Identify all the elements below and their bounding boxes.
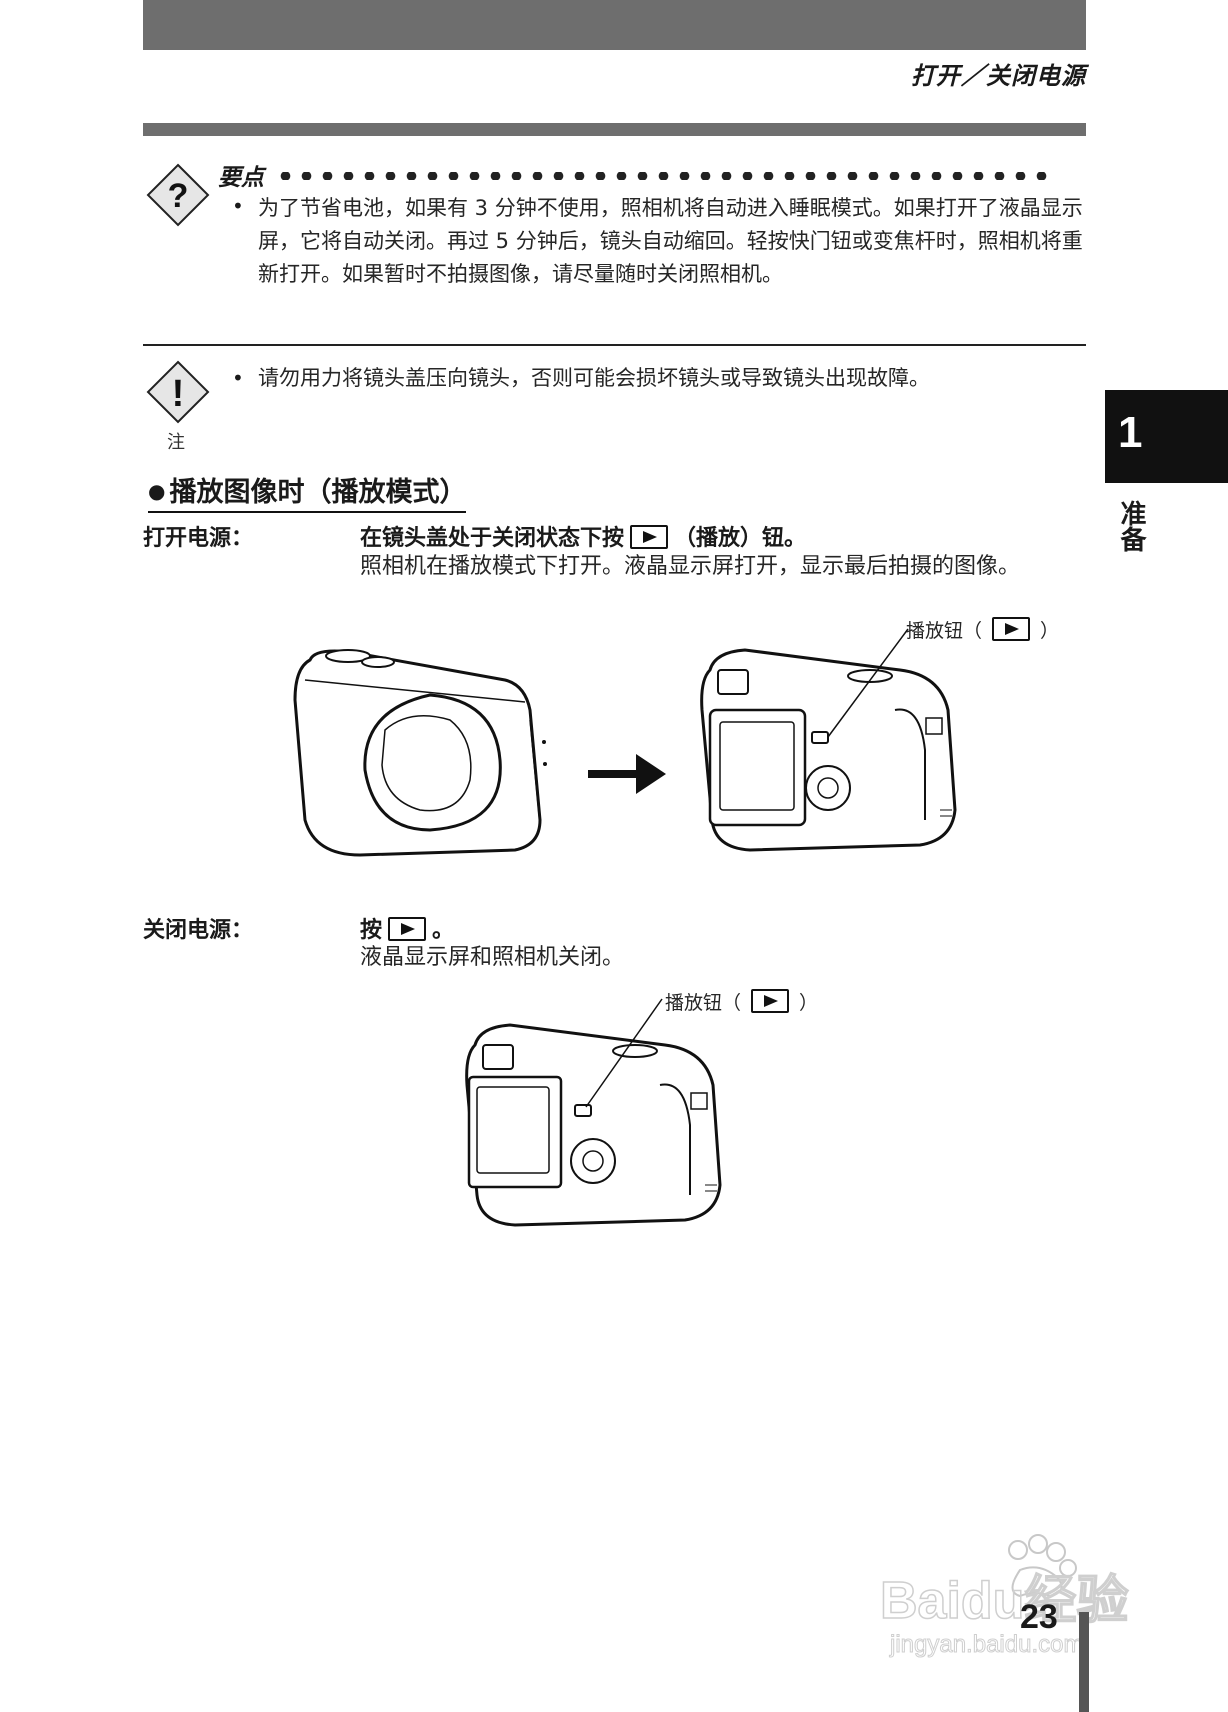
page-header-title: 打开／关闭电源 bbox=[911, 62, 1086, 90]
power-off-instruction-after: 。 bbox=[432, 918, 455, 943]
power-on-instruction-before: 在镜头盖处于关闭状态下按 bbox=[360, 526, 625, 551]
power-on-instruction-after: （播放）钮。 bbox=[674, 526, 807, 551]
page-number: 23 bbox=[1020, 1598, 1058, 1636]
chapter-number: 1 bbox=[1118, 408, 1143, 457]
callout-leader-line bbox=[827, 628, 909, 738]
power-on-description: 照相机在播放模式下打开。液晶显示屏打开，显示最后拍摄的图像。 bbox=[360, 554, 1021, 579]
camera-front-closed-illustration bbox=[293, 649, 547, 857]
question-diamond-icon: ? bbox=[146, 163, 210, 227]
chapter-tab bbox=[1105, 390, 1228, 483]
header-bar bbox=[143, 0, 1086, 50]
power-on-label: 打开电源： bbox=[143, 526, 254, 551]
tip-dotted-rule bbox=[275, 172, 1051, 180]
baidu-watermark-logo: Baidu经验 jingyan.baidu.com bbox=[879, 1534, 1129, 1659]
playback-button-icon bbox=[751, 989, 790, 1013]
section-title: ●播放图像时（播放模式） bbox=[148, 470, 467, 513]
power-on-callout-text: 播放钮（ bbox=[906, 620, 983, 642]
section-divider bbox=[143, 344, 1086, 346]
arrow-right-icon bbox=[588, 754, 666, 794]
page-number-bar bbox=[1079, 1612, 1089, 1712]
power-on-callout-end: ） bbox=[1040, 620, 1060, 642]
camera-back-closed-illustration bbox=[465, 1023, 722, 1227]
power-on-instruction: 在镜头盖处于关闭状态下按 （播放）钮。 bbox=[360, 520, 806, 552]
power-off-instruction: 按。 bbox=[360, 912, 454, 944]
watermark-brand: Baidu经验 bbox=[880, 1572, 1128, 1630]
header-divider-bar bbox=[143, 123, 1086, 136]
tip-bullet: • bbox=[232, 194, 244, 218]
playback-button-icon bbox=[992, 617, 1031, 641]
watermark-url: jingyan.baidu.com bbox=[889, 1631, 1083, 1658]
note-text: 请勿用力将镜头盖压向镜头，否则可能会损坏镜头或导致镜头出现故障。 bbox=[258, 366, 930, 390]
svg-text:?: ? bbox=[168, 177, 189, 215]
power-off-description: 液晶显示屏和照相机关闭。 bbox=[360, 945, 625, 970]
playback-button-icon bbox=[388, 917, 427, 941]
note-bullet: • bbox=[232, 366, 244, 390]
power-off-callout-text: 播放钮（ bbox=[665, 992, 742, 1014]
callout-leader-line bbox=[585, 998, 663, 1108]
power-off-label: 关闭电源： bbox=[143, 918, 254, 943]
section-title-text: 播放图像时（播放模式） bbox=[169, 477, 467, 508]
bullet-dot-icon: ● bbox=[148, 479, 166, 503]
svg-text:!: ! bbox=[172, 373, 185, 415]
chapter-label: 准备 bbox=[1116, 500, 1146, 552]
power-off-instruction-before: 按 bbox=[360, 918, 383, 943]
tip-text: 为了节省电池，如果有 3 分钟不使用，照相机将自动进入睡眠模式。如果打开了液晶显… bbox=[258, 196, 1083, 286]
power-on-callout: 播放钮（ ） bbox=[906, 616, 1059, 643]
exclamation-diamond-icon: ! bbox=[146, 360, 210, 424]
power-off-callout-end: ） bbox=[799, 992, 819, 1014]
note-label: 注 bbox=[167, 432, 185, 453]
camera-back-open-illustration bbox=[700, 648, 957, 852]
playback-button-icon bbox=[630, 525, 669, 549]
power-off-callout: 播放钮（ ） bbox=[665, 988, 818, 1015]
tip-title: 要点 bbox=[218, 165, 264, 191]
